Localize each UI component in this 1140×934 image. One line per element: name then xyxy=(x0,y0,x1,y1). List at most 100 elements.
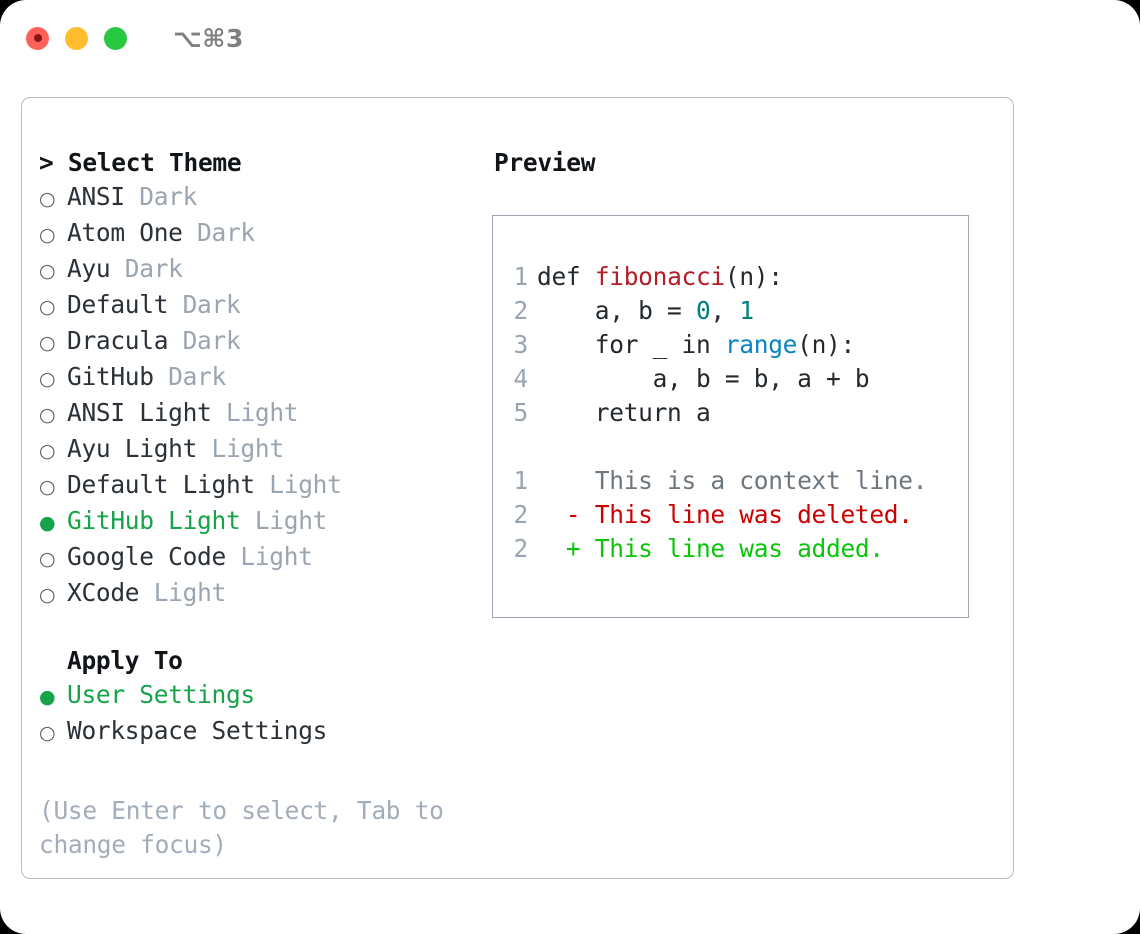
theme-item-3[interactable]: ○Default Dark xyxy=(39,288,492,324)
apply-item-0[interactable]: ● User Settings xyxy=(39,678,492,714)
code-token: (n): xyxy=(797,330,855,359)
apply-to-heading: Apply To xyxy=(67,646,183,675)
code-token: range xyxy=(724,330,798,359)
theme-item-7[interactable]: ○Ayu Light Light xyxy=(39,432,492,468)
theme-item-0[interactable]: ○ ANSI Dark xyxy=(39,180,492,216)
apply-item-1[interactable]: ○ Workspace Settings xyxy=(39,714,492,750)
diff-line-context: 1 This is a context line. xyxy=(493,464,968,498)
code-line-text: def fibonacci(n): xyxy=(537,260,783,294)
zoom-button-icon[interactable] xyxy=(104,26,127,50)
theme-item-6[interactable]: ○ANSI Light Light xyxy=(39,396,492,432)
theme-item-label: Atom One xyxy=(67,218,183,247)
radio-unselected-icon: ○ xyxy=(39,548,56,570)
diff-line-text: - This line was deleted. xyxy=(537,500,913,529)
theme-item-variant: Dark xyxy=(153,362,226,391)
code-token: a, b = b, a + b xyxy=(537,364,870,393)
keyboard-hint: (Use Enter to select, Tab to change focu… xyxy=(39,796,444,859)
code-line-text: for _ in range(n): xyxy=(537,328,855,362)
theme-item-5[interactable]: ○ GitHub Dark xyxy=(39,360,492,396)
main-panel: > Select Theme ○ANSI Dark○Atom One Dark○… xyxy=(21,97,1014,879)
code-token: for _ in xyxy=(537,330,725,359)
radio-unselected-icon: ○ xyxy=(39,584,56,606)
theme-item-label: ANSI xyxy=(67,182,125,211)
theme-item-variant: Light xyxy=(211,398,299,427)
radio-selected-icon: ● xyxy=(39,512,56,534)
diff-line-text: This is a context line. xyxy=(537,466,928,495)
radio-unselected-icon: ○ xyxy=(39,224,56,246)
theme-item-label: Google Code xyxy=(67,542,226,571)
theme-item-11[interactable]: ○ XCode Light xyxy=(39,576,492,612)
close-button-icon[interactable] xyxy=(26,26,49,50)
code-token: 1 xyxy=(739,296,754,325)
theme-item-9[interactable]: ● GitHub Light Light xyxy=(39,504,492,540)
theme-item-4[interactable]: ○Dracula Dark xyxy=(39,324,492,360)
code-line-number: 4 xyxy=(513,364,529,393)
apply-to-list[interactable]: ● User Settings ○ Workspace Settings xyxy=(39,678,492,750)
theme-item-label: Ayu Light xyxy=(67,434,198,463)
radio-unselected-icon: ○ xyxy=(39,188,56,210)
theme-item-label: ANSI Light xyxy=(67,398,212,427)
theme-item-variant: Light xyxy=(240,506,328,535)
radio-unselected-icon: ○ xyxy=(39,332,56,354)
theme-item-variant: Light xyxy=(197,434,285,463)
preview-spacer xyxy=(493,430,968,464)
theme-item-variant: Light xyxy=(254,470,342,499)
diff-line-number: 2 xyxy=(513,500,529,529)
select-theme-heading: > Select Theme xyxy=(39,148,242,177)
code-line-text: return a xyxy=(537,396,711,430)
theme-item-variant: Light xyxy=(139,578,227,607)
traffic-lights xyxy=(26,26,127,50)
code-token: (n): xyxy=(724,262,783,291)
code-token: fibonacci xyxy=(594,262,725,291)
theme-item-label: GitHub Light xyxy=(67,506,241,535)
theme-item-variant: Dark xyxy=(110,254,183,283)
code-token: return a xyxy=(537,398,711,427)
theme-item-label: Default xyxy=(67,290,169,319)
theme-item-label: GitHub xyxy=(67,362,154,391)
preview-heading: Preview xyxy=(494,148,596,177)
theme-item-variant: Dark xyxy=(182,218,255,247)
window-title: ⌥⌘3 xyxy=(173,23,244,53)
code-line-text: a, b = b, a + b xyxy=(537,362,870,396)
theme-item-8[interactable]: ○ Default Light Light xyxy=(39,468,492,504)
code-line: 2 a, b = 0, 1 xyxy=(493,294,968,328)
code-line-number: 2 xyxy=(513,296,529,325)
theme-item-1[interactable]: ○ Atom One Dark xyxy=(39,216,492,252)
code-line-text: a, b = 0, 1 xyxy=(537,294,754,328)
code-token: 0 xyxy=(695,296,711,325)
radio-unselected-icon: ○ xyxy=(39,476,56,498)
radio-unselected-icon: ○ xyxy=(39,260,56,282)
minimize-button-icon[interactable] xyxy=(65,26,88,50)
title-bar: ⌥⌘3 xyxy=(0,0,1140,76)
code-line-number: 3 xyxy=(513,330,529,359)
radio-unselected-icon: ○ xyxy=(39,368,56,390)
radio-selected-icon: ● xyxy=(39,686,56,708)
code-line: 1 def fibonacci(n): xyxy=(493,260,968,294)
radio-unselected-icon: ○ xyxy=(39,722,56,744)
code-line-number: 1 xyxy=(513,262,529,291)
theme-item-variant: Dark xyxy=(124,182,198,211)
code-line: 5 return a xyxy=(493,396,968,430)
diff-line-del: 2 - This line was deleted. xyxy=(493,498,968,532)
apply-item-label: User Settings xyxy=(67,680,255,709)
theme-item-label: Dracula xyxy=(67,326,169,355)
code-token: a, b = xyxy=(537,296,696,325)
diff-line-text: + This line was added. xyxy=(537,534,884,563)
theme-item-10[interactable]: ○ Google Code Light xyxy=(39,540,492,576)
theme-item-label: Default Light xyxy=(67,470,255,499)
theme-item-label: XCode xyxy=(67,578,140,607)
code-token: , xyxy=(710,296,740,325)
code-line-number: 5 xyxy=(513,398,529,427)
apply-item-label: Workspace Settings xyxy=(67,716,328,745)
radio-unselected-icon: ○ xyxy=(39,296,56,318)
theme-item-variant: Light xyxy=(225,542,313,571)
theme-list[interactable]: ○ANSI Dark○Atom One Dark○Ayu Dark○Defaul… xyxy=(39,180,492,612)
code-line: 4 a, b = b, a + b xyxy=(493,362,968,396)
theme-item-2[interactable]: ○Ayu Dark xyxy=(39,252,492,288)
code-line: 3 for _ in range(n): xyxy=(493,328,968,362)
diff-line-number: 1 xyxy=(513,466,529,495)
